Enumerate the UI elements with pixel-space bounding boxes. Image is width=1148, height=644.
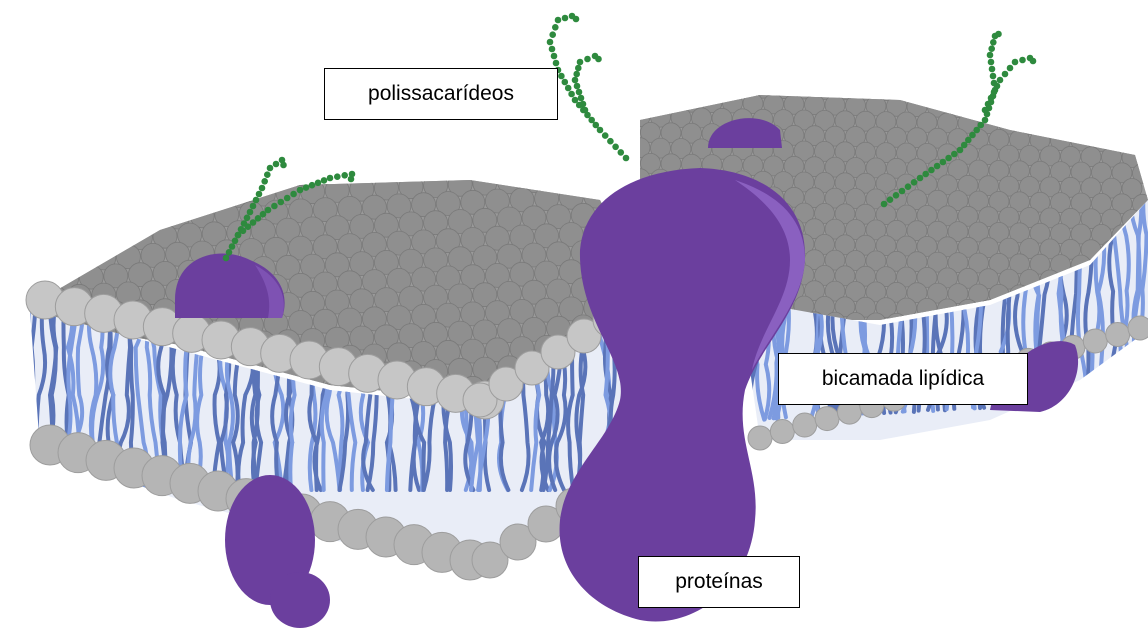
- label-polysaccharides: polissacarídeos: [324, 68, 558, 120]
- label-lipid-bilayer: bicamada lipídica: [778, 353, 1028, 405]
- label-proteins: proteínas: [638, 556, 800, 608]
